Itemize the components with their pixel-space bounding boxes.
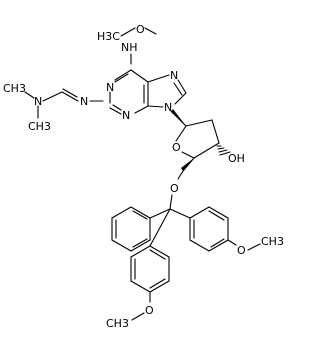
bond-namidine-ch-double — [62, 88, 78, 98]
anisyl-ring-bottom — [130, 245, 170, 293]
bond-o4p-c1p — [175, 125, 187, 142]
label-aryl-o-right: O — [237, 244, 246, 257]
bond-c4p-o4p — [181, 151, 195, 159]
bond-o-ch3-right — [247, 243, 261, 251]
label-ring-o: O — [172, 141, 181, 154]
bond-ctrityl-ar1 — [169, 208, 191, 219]
phenyl-inner-1 — [132, 210, 148, 220]
label-dimethylamino-n: N — [34, 95, 42, 108]
bond-c5-n7 — [147, 74, 170, 83]
hash-c3p-oh — [216, 145, 231, 156]
wedge-c4p — [181, 158, 194, 171]
bonds — [24, 27, 261, 321]
atom-labels: H3C O NH N N N N N N CH3 CH3 O OH O O CH… — [3, 23, 284, 330]
anisyl-r-inner-3 — [210, 238, 225, 248]
bond-c3p-c4p — [193, 142, 220, 159]
bond-c1p-c2p — [185, 119, 213, 127]
anisyl-ring-right — [189, 206, 229, 252]
label-n1: N — [106, 81, 114, 94]
bond-ch-nme2 — [42, 91, 63, 102]
wedge-c1p — [171, 109, 186, 126]
label-ch3-b: CH3 — [28, 120, 51, 133]
label-amino-nh: NH — [121, 41, 138, 54]
label-n3: N — [122, 109, 130, 122]
anisyl-r-inner-2 — [208, 210, 225, 221]
bond-n3-c4 — [134, 105, 149, 114]
molecule-drawing: H3C O NH N N N N N N CH3 CH3 O OH O O CH… — [3, 23, 284, 330]
bond-n7-c8 — [177, 79, 187, 94]
anisyl-b-inner-3 — [149, 249, 166, 260]
phenyl-ring — [111, 206, 151, 252]
bond-o5p-ctrityl — [169, 194, 173, 210]
anisyl-b-inner-2 — [149, 278, 166, 289]
bond-ar1-o — [227, 239, 237, 246]
label-n7: N — [170, 69, 178, 82]
bond-ctrityl-ar2 — [149, 208, 171, 247]
bond-n7-c8-double — [173, 82, 183, 96]
label-hydroxyl: OH — [228, 152, 245, 165]
label-ether-o: O — [170, 182, 179, 195]
label-ch3-a: CH3 — [3, 82, 26, 95]
bond-c2-n3 — [109, 107, 122, 115]
bond-c6-c5 — [130, 69, 149, 83]
label-methoxy-h3c: H3C — [97, 30, 120, 43]
bond-ctrityl-ph — [149, 208, 171, 219]
stereo-bonds — [171, 109, 231, 171]
bond-c8-n9 — [174, 92, 187, 105]
bond-c2-n3-double — [112, 104, 122, 111]
label-methoxy-o: O — [136, 23, 145, 36]
bond-nme2-me-a — [24, 91, 35, 99]
bond-n9-c4 — [147, 105, 164, 108]
bond-c5p-o5p — [177, 170, 184, 180]
bond-o-nh — [144, 27, 157, 35]
bond-h3c-o — [120, 27, 136, 37]
bond-c2p-c3p — [211, 119, 220, 144]
bond-o-ch3-bottom — [131, 312, 145, 321]
label-aryl-o-bottom: O — [145, 304, 154, 317]
label-aryl-ch3-bottom: CH3 — [106, 317, 129, 330]
bond-namidine-ch — [61, 91, 79, 102]
label-amidine-n: N — [80, 95, 88, 108]
bond-c6-n1 — [114, 69, 132, 81]
structure-svg: H3C O NH N N N N N N CH3 CH3 O OH O O CH… — [3, 23, 284, 330]
bond-c6-n1-double — [114, 73, 129, 83]
phenyl-inner-3 — [132, 238, 148, 248]
label-n9: N — [164, 101, 172, 114]
label-aryl-ch3-right: CH3 — [261, 235, 284, 248]
